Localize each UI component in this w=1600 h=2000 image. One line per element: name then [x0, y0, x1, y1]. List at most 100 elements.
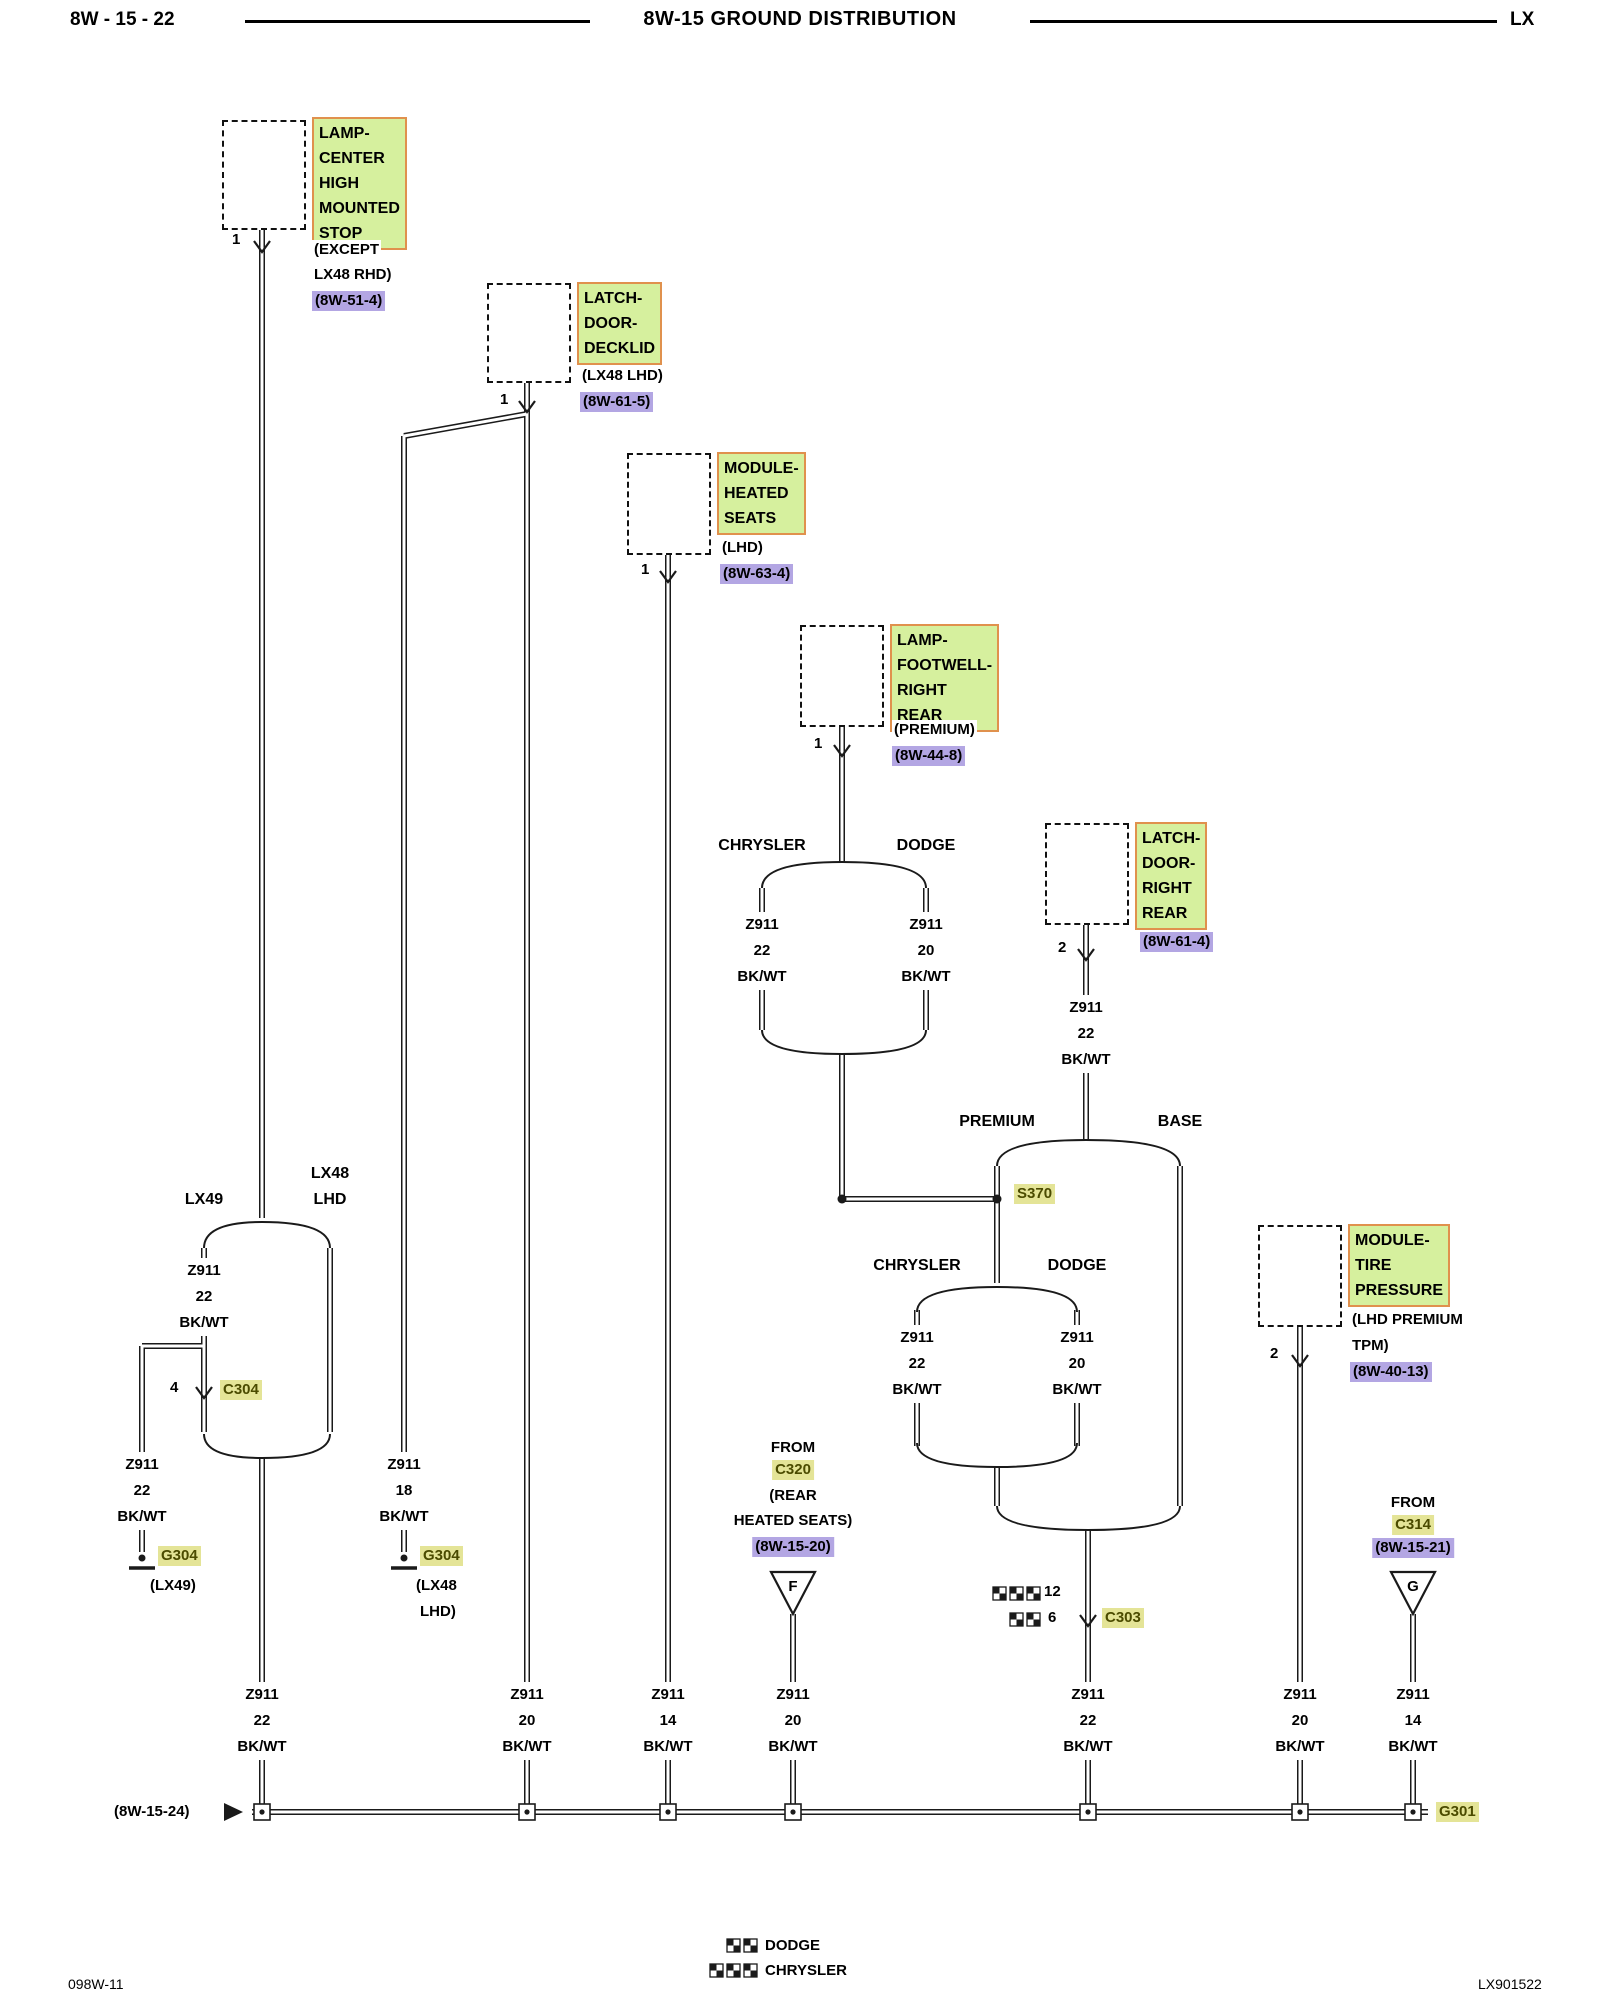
ground-icon: [138, 1554, 146, 1562]
component-label-module-heated-seats: MODULE- HEATED SEATS: [717, 452, 806, 535]
offpage-triangle-letter-f: F: [788, 1578, 798, 1595]
component-name-line: DOOR-: [1142, 855, 1196, 872]
component-label-lamp-footwell-right-rear: LAMP- FOOTWELL- RIGHT REAR: [890, 624, 1000, 732]
variant-checker-icon: [999, 1593, 1006, 1600]
pin-chevron-icon: [1079, 1614, 1097, 1628]
wire-gauge: 22: [1079, 1712, 1097, 1729]
page-code: 8W - 15 - 22: [70, 9, 175, 30]
connector-link-c303[interactable]: C303: [1102, 1608, 1144, 1628]
platform-code: LX: [1510, 9, 1535, 30]
component-box-module-heated-seats: [627, 453, 711, 555]
wire-label: Z911 22 BK/WT: [1059, 1682, 1117, 1760]
branch-brace: [916, 1286, 1078, 1313]
component-name-line: MODULE-: [1355, 1232, 1430, 1249]
variant-checker-icon: [733, 1945, 740, 1952]
branch-brace: [996, 1505, 1181, 1531]
page-title: 8W-15 GROUND DISTRIBUTION: [643, 8, 957, 30]
variant-checker-icon: [710, 1964, 717, 1971]
component-label-lamp-center-high-mounted-stop: LAMP- CENTER HIGH MOUNTED STOP: [312, 117, 407, 250]
wire-gauge: 14: [659, 1712, 677, 1729]
wire-circuit: Z911: [1069, 999, 1103, 1016]
component-ref-link[interactable]: (8W-40-13): [1350, 1362, 1432, 1382]
pin-chevron-icon: [833, 744, 851, 758]
component-qualifier: LX48 RHD): [312, 265, 394, 285]
pin-chevron-icon: [1077, 948, 1095, 962]
variant-checker-icon: [1016, 1593, 1023, 1600]
offpage-connector-link-c320[interactable]: C320: [772, 1460, 814, 1480]
wire-circuit: Z911: [1396, 1686, 1430, 1703]
header-rule-left: [245, 20, 590, 23]
wire-color: BK/WT: [179, 1314, 229, 1331]
component-label-latch-door-right-rear: LATCH- DOOR- RIGHT REAR: [1135, 822, 1208, 930]
offpage-connector-link-c314[interactable]: C314: [1392, 1515, 1434, 1535]
wire-circuit: Z911: [776, 1686, 810, 1703]
component-qualifier: (PREMIUM): [892, 720, 977, 740]
ground-link-g301[interactable]: G301: [1436, 1802, 1479, 1822]
wire-label: Z911 22 BK/WT: [233, 1682, 291, 1760]
component-name-line: REAR: [897, 707, 943, 724]
wire-color: BK/WT: [901, 968, 951, 985]
component-qualifier: (LHD PREMIUM: [1350, 1310, 1465, 1330]
component-ref-link[interactable]: (8W-44-8): [892, 746, 966, 766]
wire-circuit: Z911: [900, 1329, 934, 1346]
branch-label-lx49: LX49: [182, 1190, 226, 1210]
component-name-line: LAMP-: [319, 125, 370, 142]
connector-link-c304[interactable]: C304: [220, 1380, 262, 1400]
wire-gauge: 20: [518, 1712, 536, 1729]
wire-gauge: 20: [1291, 1712, 1309, 1729]
component-box-module-tire-pressure: [1258, 1225, 1342, 1327]
offpage-triangle-icon: [1389, 1570, 1437, 1617]
offpage-ref-link[interactable]: (8W-15-20): [752, 1537, 834, 1557]
variant-checker-icon: [750, 1970, 757, 1977]
component-qualifier: (EXCEPT: [312, 240, 382, 260]
component-ref-link[interactable]: (8W-61-5): [580, 392, 654, 412]
wire-circuit: Z911: [651, 1686, 685, 1703]
wire-color: BK/WT: [1061, 1051, 1111, 1068]
component-name-line: LATCH-: [1142, 830, 1201, 847]
wire-label: Z911 18 BK/WT: [375, 1452, 433, 1530]
pin-number: 1: [230, 230, 243, 250]
wire-label: Z911 14 BK/WT: [1384, 1682, 1442, 1760]
wire-label: Z911 20 BK/WT: [1271, 1682, 1329, 1760]
component-name-line: MODULE-: [724, 460, 799, 477]
splice-dot: [992, 1194, 1002, 1204]
component-name-line: FOOTWELL-: [897, 657, 993, 674]
wire-gauge: 22: [133, 1482, 151, 1499]
wire-gauge: 18: [395, 1482, 413, 1499]
pin-number: 1: [639, 560, 652, 580]
variant-checker-icon: [716, 1970, 723, 1977]
component-name-line: DECKLID: [584, 340, 656, 357]
branch-label-base: BASE: [1155, 1112, 1205, 1132]
component-ref-link[interactable]: (8W-63-4): [720, 564, 794, 584]
pin-number-chrysler: 12: [1042, 1582, 1063, 1602]
component-ref-link[interactable]: (8W-61-4): [1140, 932, 1214, 952]
ground-link-g304-lx49[interactable]: G304: [158, 1546, 201, 1566]
wire-label: Z911 14 BK/WT: [639, 1682, 697, 1760]
wire-circuit: Z911: [1283, 1686, 1317, 1703]
wire-color: BK/WT: [237, 1738, 287, 1755]
wire-color: BK/WT: [379, 1508, 429, 1525]
offpage-triangle-letter-g: G: [1407, 1578, 1419, 1595]
wire-color: BK/WT: [737, 968, 787, 985]
component-qualifier: TPM): [1350, 1336, 1391, 1356]
wire-label: Z911 22 BK/WT: [888, 1325, 946, 1403]
variant-checker-icon: [1010, 1613, 1017, 1620]
bus-junction-dot: [665, 1809, 671, 1815]
wire-color: BK/WT: [502, 1738, 552, 1755]
wire-gauge: 22: [195, 1288, 213, 1305]
bus-junction-dot: [259, 1809, 265, 1815]
offpage-ref-link[interactable]: (8W-15-21): [1372, 1538, 1454, 1558]
pin-number: 1: [498, 390, 511, 410]
splice-link-s370[interactable]: S370: [1014, 1184, 1056, 1204]
variant-checker-icon: [727, 1939, 734, 1946]
offpage-qualifier: HEATED SEATS): [733, 1512, 853, 1529]
wire-color: BK/WT: [1063, 1738, 1113, 1755]
ground-link-g304-lx48[interactable]: G304: [420, 1546, 463, 1566]
branch-label-dodge: DODGE: [894, 836, 958, 856]
wire-color: BK/WT: [892, 1381, 942, 1398]
branch-brace: [761, 1029, 927, 1055]
wire-gauge: 20: [917, 942, 935, 959]
bus-junction-dot: [1297, 1809, 1303, 1815]
component-ref-link[interactable]: (8W-51-4): [312, 291, 386, 311]
